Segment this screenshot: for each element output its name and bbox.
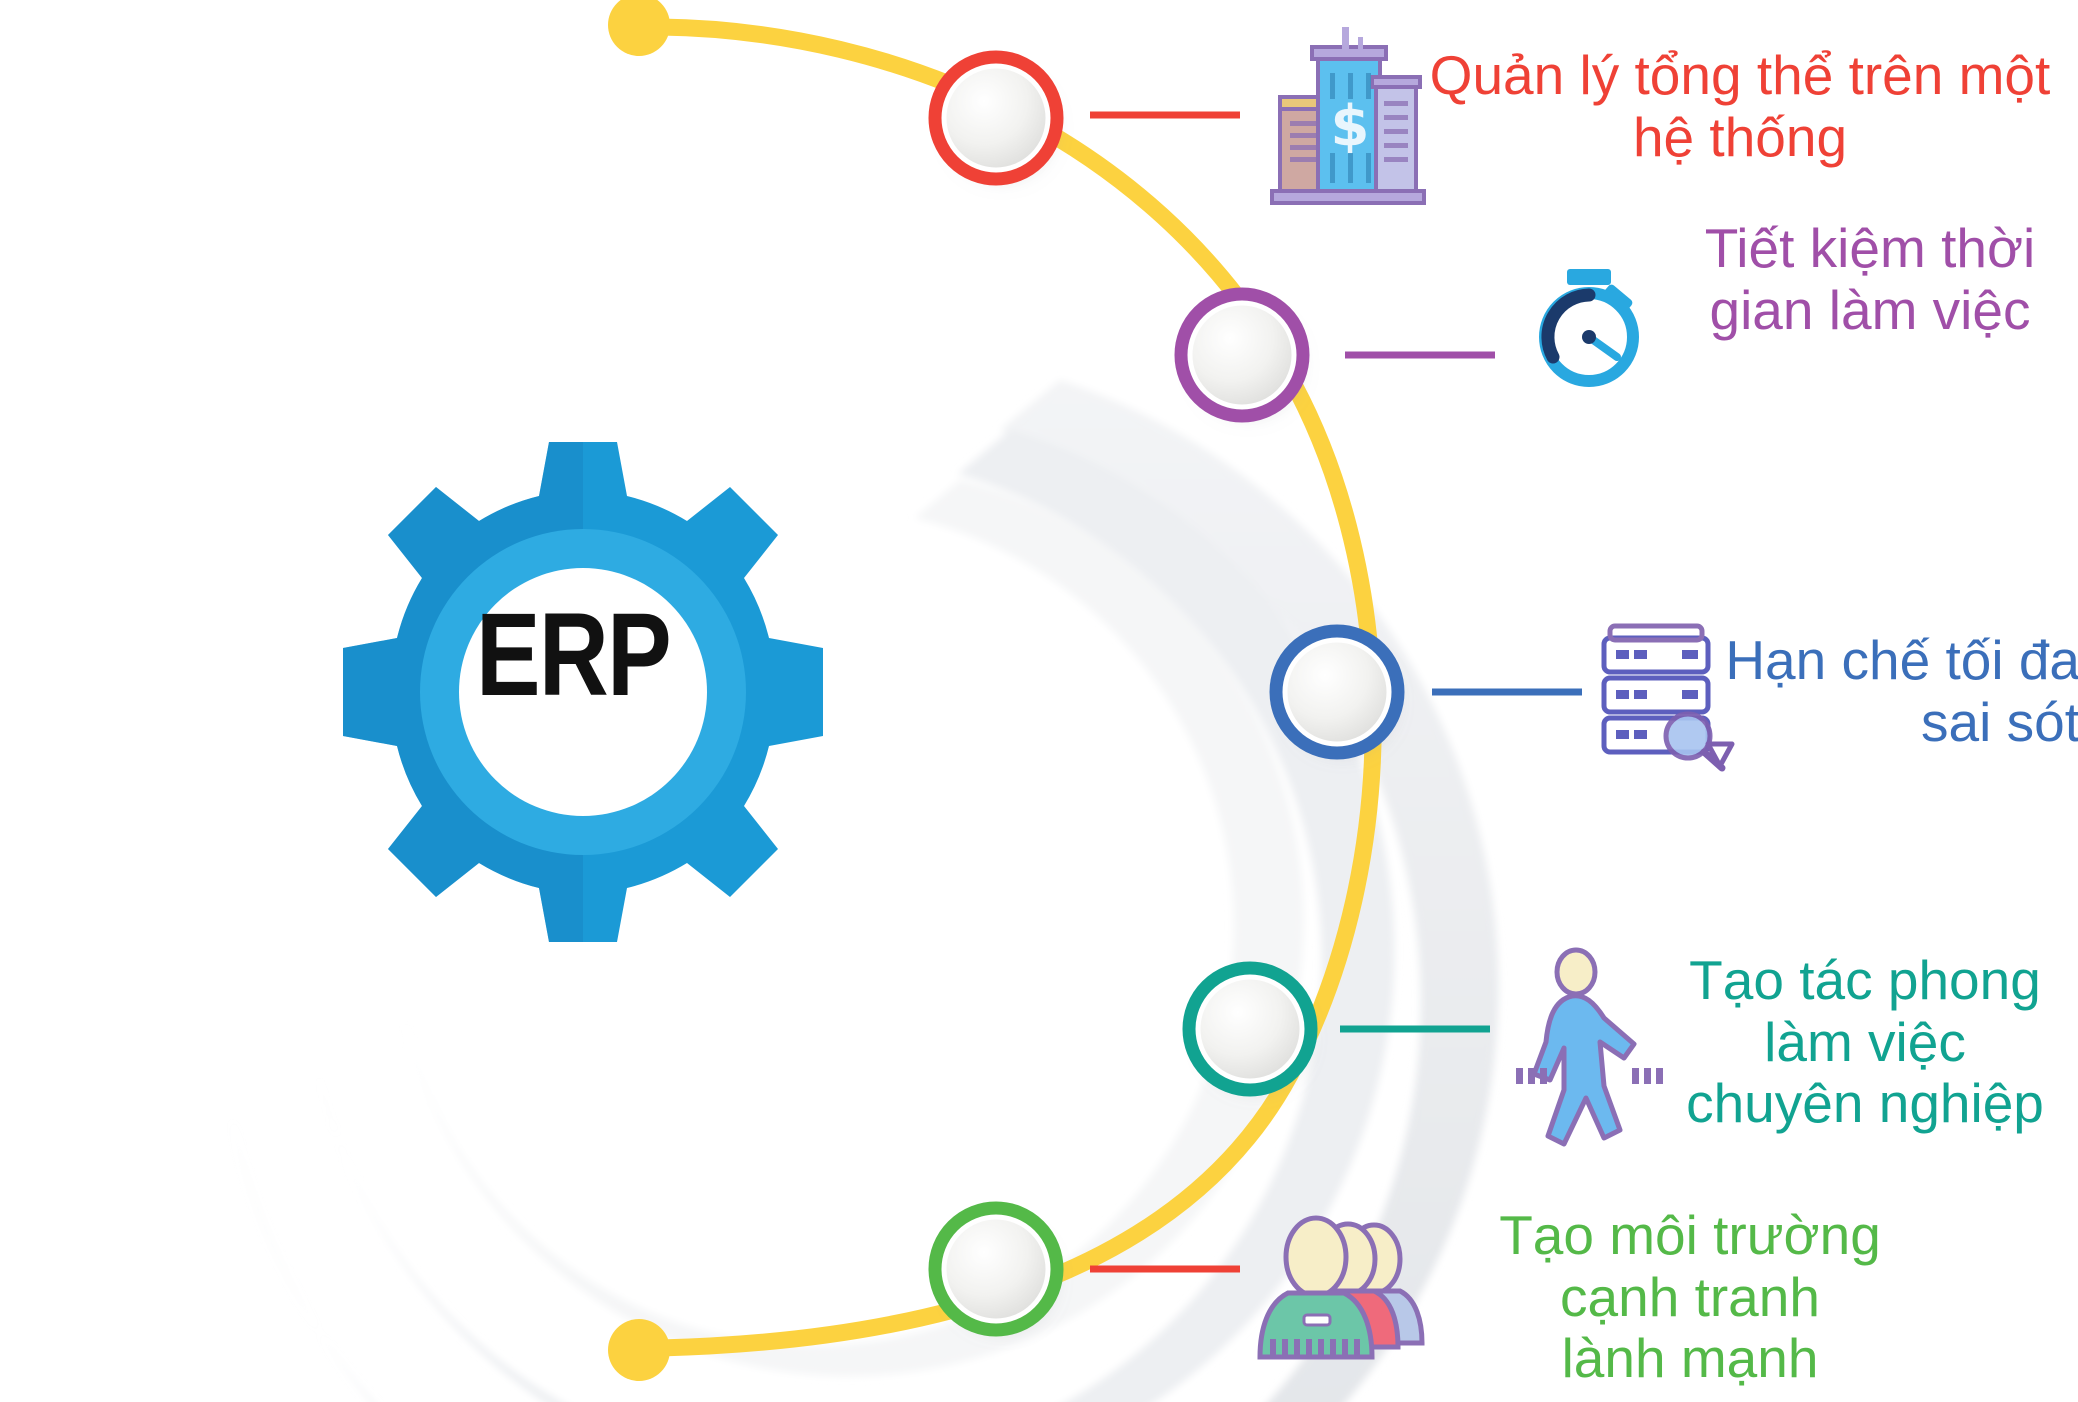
erp-logo-label: ERP — [475, 589, 672, 721]
node-5-white-ring — [937, 1210, 1055, 1328]
item-5-label: Tạo môi trường cạnh tranh lành mạnh — [1499, 1204, 1881, 1390]
node-marker-3[interactable] — [1269, 624, 1405, 760]
item-4-label: Tạo tác phong làm việc chuyên nghiệp — [1686, 949, 2044, 1135]
node-marker-4[interactable] — [1182, 961, 1318, 1097]
node-1-white-ring — [937, 59, 1055, 177]
svg-text:$: $ — [1331, 94, 1370, 159]
item-3-label: Hạn chế tối đa sai sót — [1725, 629, 2078, 753]
node-marker-1[interactable] — [928, 50, 1064, 186]
office-building-dollar-icon: $ — [1270, 27, 1426, 205]
node-3-inner — [1287, 642, 1387, 742]
arc-endpoint-bottom-dot — [608, 1319, 670, 1381]
node-4-color-ring — [1182, 961, 1318, 1097]
node-5-inner — [946, 1219, 1046, 1319]
node-3-color-ring — [1269, 624, 1405, 760]
stopwatch-icon — [1539, 269, 1639, 387]
database-search-icon — [1601, 623, 1735, 772]
node-marker-2[interactable] — [1174, 287, 1310, 423]
gear-icon — [343, 442, 823, 942]
gear-hub — [459, 568, 707, 816]
item-1-label: Quản lý tổng thể trên một hệ thống — [1429, 44, 2051, 168]
item-2-label: Tiết kiệm thời gian làm việc — [1704, 217, 2036, 341]
node-4-inner — [1200, 979, 1300, 1079]
node-3-white-ring — [1278, 633, 1396, 751]
node-1-color-ring — [928, 50, 1064, 186]
node-marker-5[interactable] — [928, 1201, 1064, 1337]
node-2-white-ring — [1183, 296, 1301, 414]
people-group-icon — [1257, 1215, 1425, 1360]
node-5-color-ring — [928, 1201, 1064, 1337]
node-2-inner — [1192, 305, 1292, 405]
node-1-inner — [946, 68, 1046, 168]
walking-person-icon — [1516, 947, 1663, 1147]
node-4-white-ring — [1191, 970, 1309, 1088]
arc-endpoint-top-dot — [608, 0, 670, 56]
node-2-color-ring — [1174, 287, 1310, 423]
